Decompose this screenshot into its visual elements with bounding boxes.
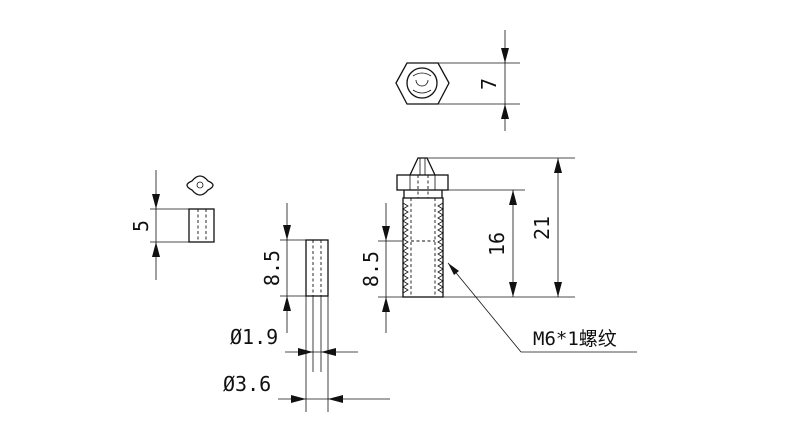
dim-outer-diameter: Ø3.6 bbox=[223, 372, 271, 396]
arrowhead-icon bbox=[328, 395, 343, 403]
dim-nozzle-total-length: 21 bbox=[530, 216, 554, 240]
arrowhead-icon bbox=[554, 282, 562, 297]
arrowhead-icon bbox=[382, 226, 390, 241]
arrowhead-icon bbox=[283, 296, 291, 311]
dim-insert-length: 5 bbox=[129, 220, 153, 232]
arrowhead-icon bbox=[509, 190, 517, 205]
arrowhead-icon bbox=[291, 395, 306, 403]
arrowhead-icon bbox=[382, 297, 390, 312]
arrowhead-icon bbox=[501, 104, 509, 119]
arrowhead-icon bbox=[321, 348, 336, 356]
dim-inner-diameter: Ø1.9 bbox=[230, 325, 278, 349]
dim-tube-length: 8.5 bbox=[260, 250, 284, 286]
nozzle-side-view: 8.5 16 21 M6*1螺纹 bbox=[359, 157, 637, 353]
arrowhead-icon bbox=[283, 225, 291, 240]
insert-view: 5 bbox=[129, 170, 215, 280]
arrowhead-icon bbox=[152, 194, 160, 209]
arrowhead-icon bbox=[448, 263, 459, 275]
arrowhead-icon bbox=[509, 282, 517, 297]
thread-spec-note: M6*1螺纹 bbox=[533, 328, 617, 350]
arrowhead-icon bbox=[554, 158, 562, 173]
dim-nozzle-bore-length: 8.5 bbox=[359, 251, 383, 287]
arrowhead-icon bbox=[298, 348, 313, 356]
hex-end-view: 7 bbox=[395, 30, 520, 131]
arrowhead-icon bbox=[501, 48, 509, 63]
tube-view: 8.5 Ø1.9 Ø3.6 bbox=[223, 203, 390, 412]
arrowhead-icon bbox=[152, 242, 160, 257]
dim-thread-length: 16 bbox=[485, 232, 509, 256]
dim-hex-width: 7 bbox=[477, 78, 501, 90]
